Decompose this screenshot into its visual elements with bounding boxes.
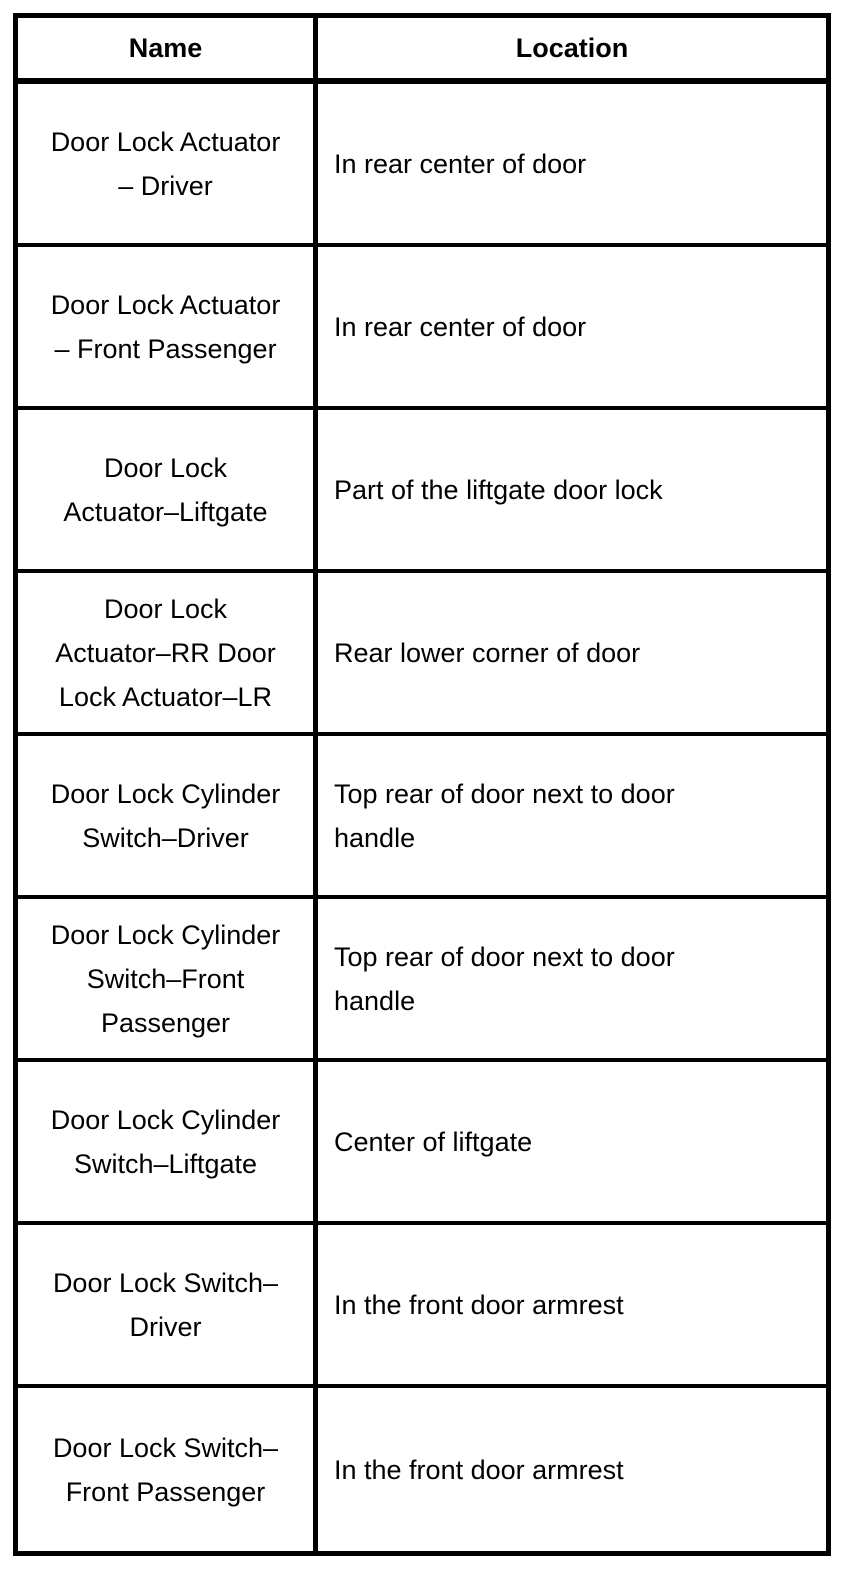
name-cell: Door Lock Cylinder Switch–Driver — [18, 736, 318, 899]
name-text: Door Lock Switch–Driver — [52, 1267, 279, 1342]
name-text: Door Lock Actuator–RR Door Lock Actuator… — [55, 593, 276, 712]
location-cell: In rear center of door — [318, 247, 826, 410]
name-cell: Door Lock Actuator–RR Door Lock Actuator… — [18, 573, 318, 736]
location-text: In rear center of door — [334, 148, 587, 179]
location-cell: Rear lower corner of door — [318, 573, 826, 736]
name-text: Door Lock Actuator – Driver — [50, 126, 281, 201]
name-text: Door Lock Switch–Front Passenger — [52, 1432, 279, 1507]
location-text: In rear center of door — [334, 311, 587, 342]
name-cell: Door Lock Cylinder Switch–Front Passenge… — [18, 899, 318, 1062]
location-text: Rear lower corner of door — [334, 637, 641, 668]
name-text: Door Lock Cylinder Switch–Liftgate — [50, 1104, 281, 1179]
location-text: In the front door armrest — [334, 1289, 624, 1320]
location-cell: In rear center of door — [318, 84, 826, 247]
name-cell: Door Lock Switch–Front Passenger — [18, 1388, 318, 1551]
location-cell: Center of liftgate — [318, 1062, 826, 1225]
location-text: Center of liftgate — [334, 1126, 533, 1157]
name-text: Door Lock Cylinder Switch–Driver — [50, 778, 281, 853]
name-cell: Door Lock Actuator–Liftgate — [18, 410, 318, 573]
column-header-name: Name — [18, 18, 318, 84]
location-cell: Top rear of door next to door handle — [318, 899, 826, 1062]
locations-table: Name Location Door Lock Actuator – Drive… — [13, 13, 831, 1556]
location-text: In the front door armrest — [334, 1454, 624, 1485]
location-text: Top rear of door next to door handle — [334, 941, 675, 1016]
location-cell: In the front door armrest — [318, 1225, 826, 1388]
location-cell: Top rear of door next to door handle — [318, 736, 826, 899]
name-cell: Door Lock Actuator – Front Passenger — [18, 247, 318, 410]
name-text: Door Lock Cylinder Switch–Front Passenge… — [50, 919, 281, 1038]
location-cell: Part of the liftgate door lock — [318, 410, 826, 573]
name-cell: Door Lock Actuator – Driver — [18, 84, 318, 247]
location-text: Top rear of door next to door handle — [334, 778, 675, 853]
name-cell: Door Lock Switch–Driver — [18, 1225, 318, 1388]
name-text: Door Lock Actuator – Front Passenger — [50, 289, 281, 364]
column-header-location: Location — [318, 18, 826, 84]
name-text: Door Lock Actuator–Liftgate — [63, 452, 268, 527]
location-text: Part of the liftgate door lock — [334, 474, 663, 505]
name-cell: Door Lock Cylinder Switch–Liftgate — [18, 1062, 318, 1225]
location-cell: In the front door armrest — [318, 1388, 826, 1551]
